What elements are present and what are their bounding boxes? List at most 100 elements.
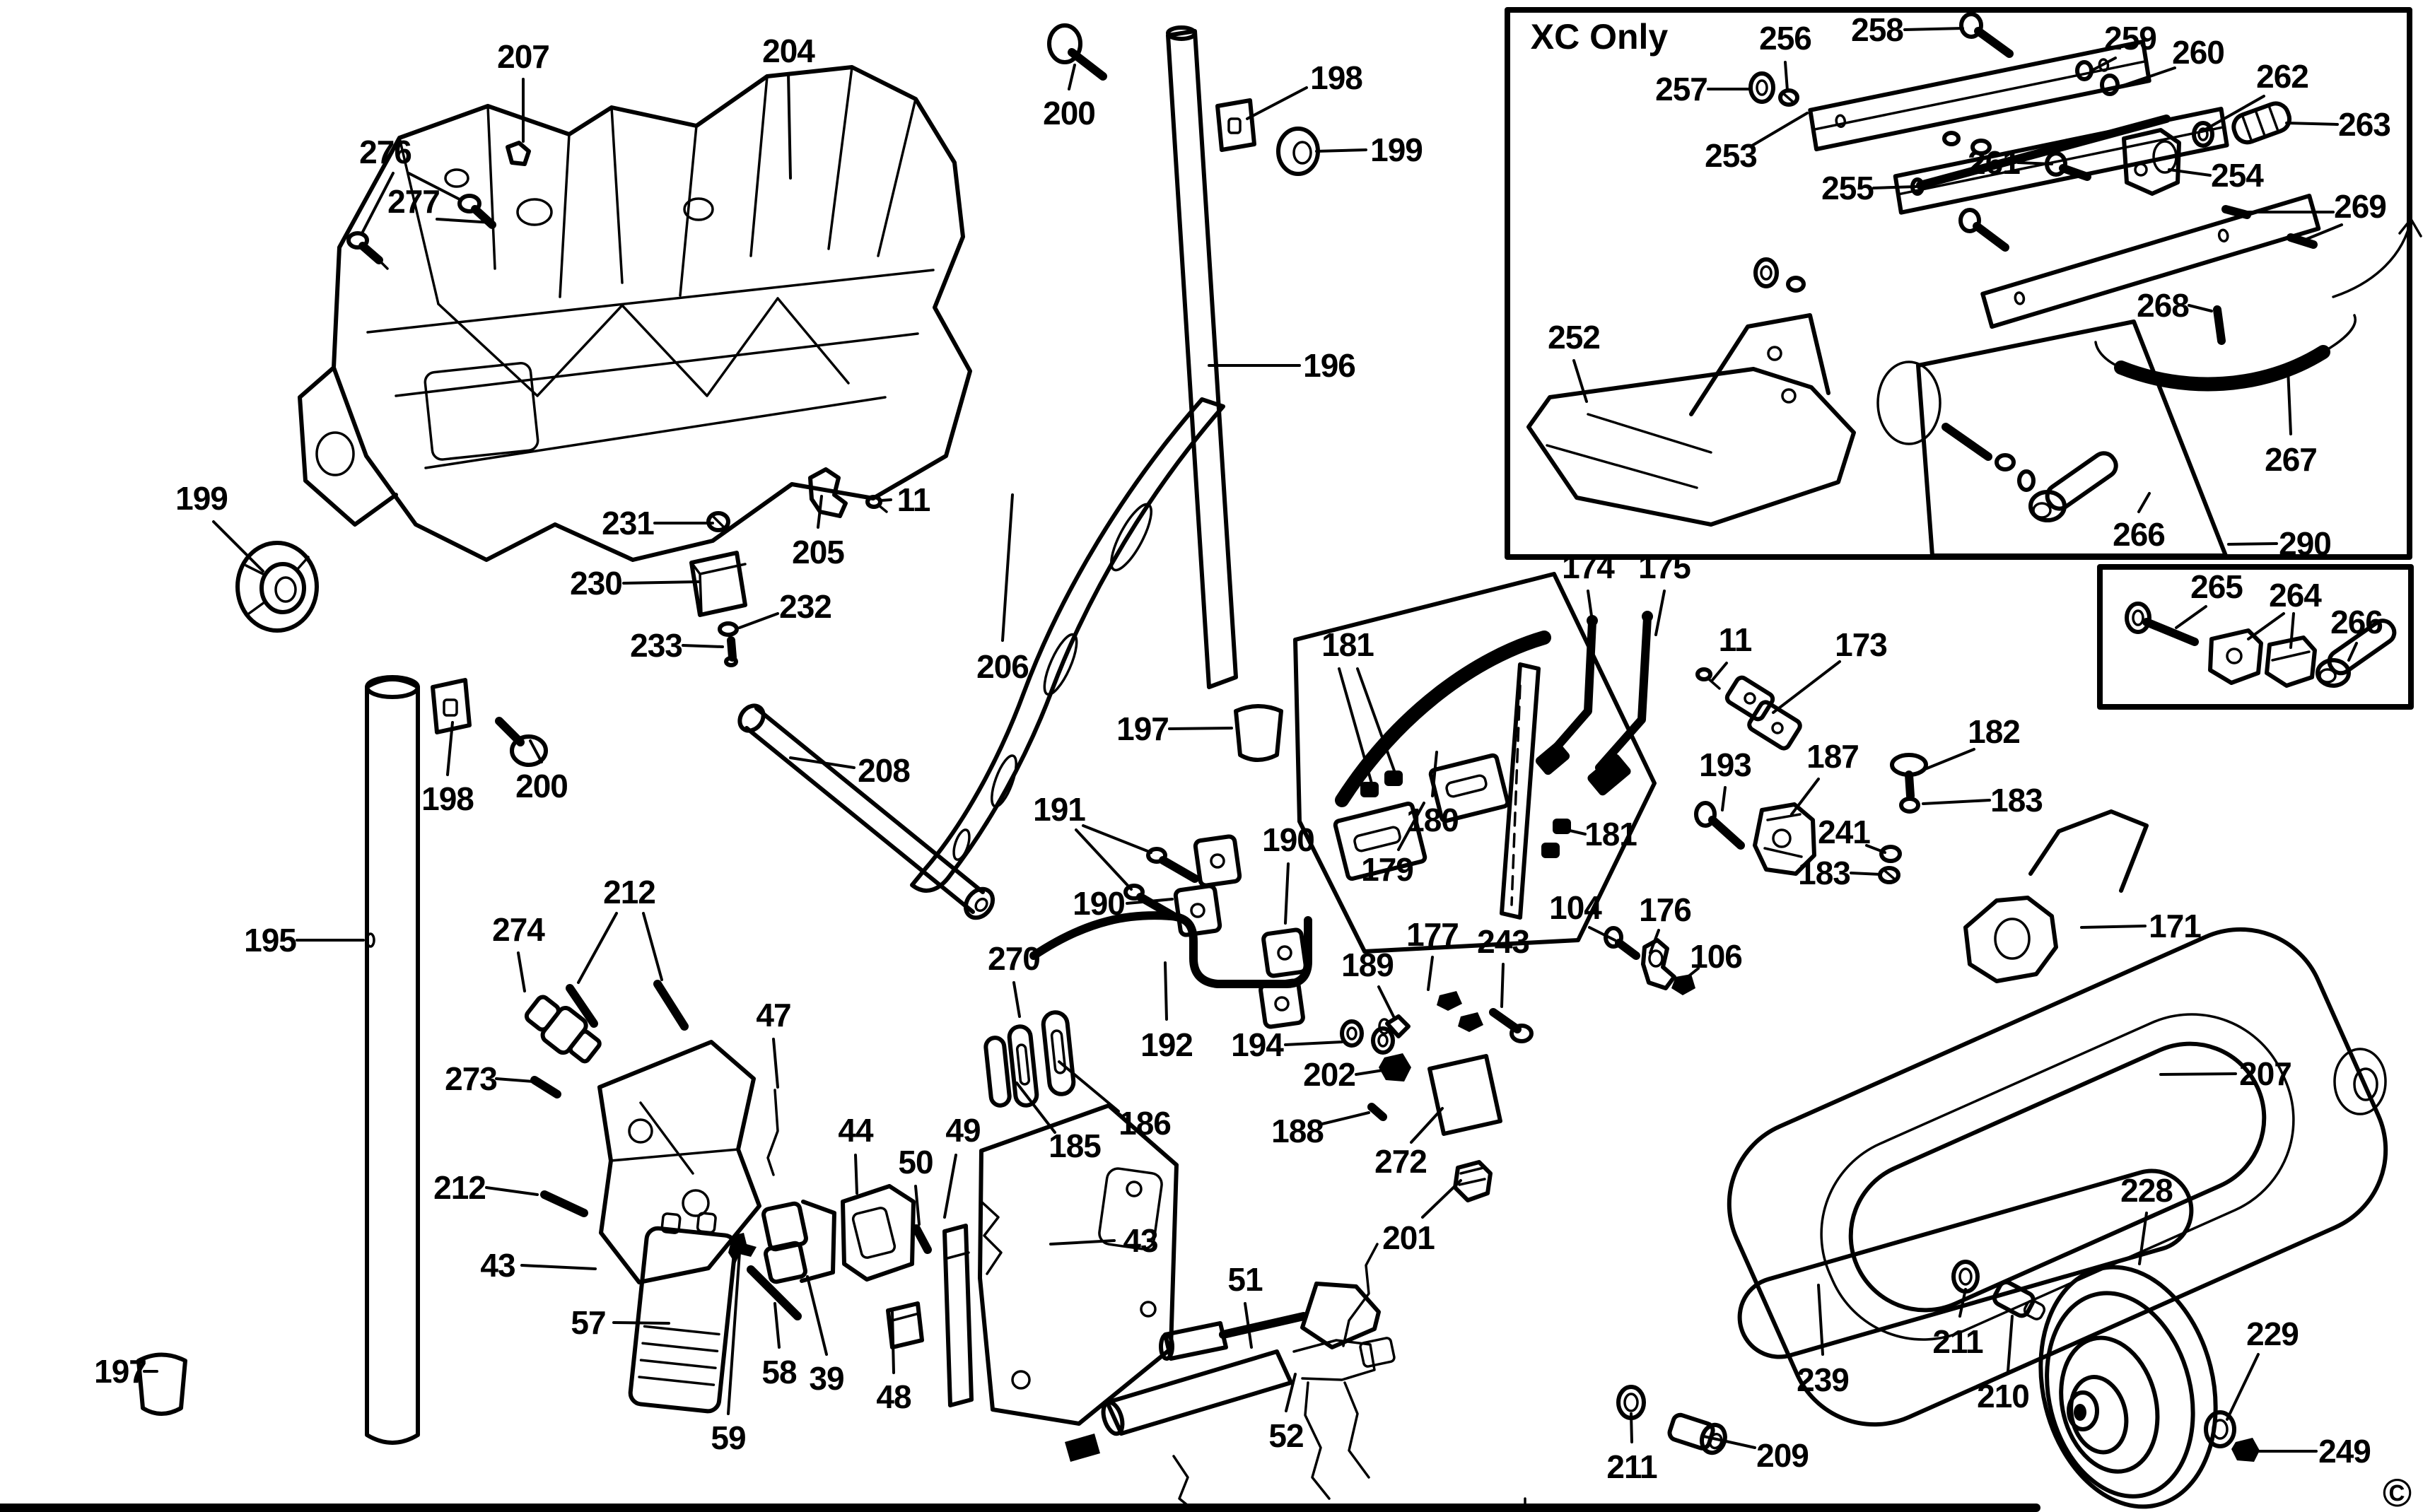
leader-line bbox=[1082, 824, 1152, 854]
part-label-194: 194 bbox=[1231, 1026, 1284, 1063]
leader-line bbox=[787, 72, 792, 180]
leader-line bbox=[361, 172, 395, 235]
part-label-241: 241 bbox=[1818, 814, 1871, 850]
clip-207-drawing bbox=[506, 141, 531, 166]
leader-line bbox=[1356, 667, 1397, 776]
axle-hardware-drawing bbox=[1616, 1260, 2260, 1462]
leader-line bbox=[2302, 223, 2343, 242]
cable-52-drawing bbox=[1065, 1243, 1396, 1512]
leader-line bbox=[2247, 612, 2285, 640]
leader-line bbox=[2138, 1212, 2148, 1265]
hinge-173-drawing bbox=[1695, 667, 1802, 751]
part-label-173: 173 bbox=[1835, 626, 1888, 663]
part-label-264: 264 bbox=[2269, 577, 2322, 614]
part-label-43: 43 bbox=[480, 1247, 515, 1284]
leader-line bbox=[1958, 1288, 1967, 1318]
leader-line bbox=[806, 1275, 828, 1356]
part-label-230: 230 bbox=[570, 565, 623, 602]
leader-line bbox=[622, 580, 700, 585]
leader-line bbox=[1630, 1412, 1633, 1443]
part-label-258: 258 bbox=[1851, 11, 1904, 48]
part-label-262: 262 bbox=[2256, 58, 2309, 95]
part-label-228: 228 bbox=[2120, 1172, 2173, 1209]
leader-line bbox=[212, 520, 264, 573]
part-label-268: 268 bbox=[2137, 287, 2190, 324]
leader-line bbox=[1654, 590, 1666, 636]
leader-line bbox=[1315, 148, 1367, 153]
part-label-104: 104 bbox=[1549, 889, 1602, 926]
bolt-200-top-drawing bbox=[1047, 23, 1107, 81]
part-label-47: 47 bbox=[756, 997, 791, 1033]
leader-line bbox=[1285, 1373, 1297, 1412]
leader-line bbox=[727, 1251, 741, 1415]
washer-232-drawing bbox=[718, 621, 739, 637]
part-label-196: 196 bbox=[1303, 347, 1356, 384]
part-label-50: 50 bbox=[898, 1144, 933, 1180]
part-label-171: 171 bbox=[2149, 908, 2202, 944]
part-label-260: 260 bbox=[2172, 34, 2225, 71]
leader-line bbox=[485, 1186, 539, 1196]
part-label-263: 263 bbox=[2338, 106, 2391, 143]
leader-line bbox=[2226, 1353, 2260, 1421]
leader-line bbox=[1068, 64, 1076, 90]
xc-only-title: XC Only bbox=[1530, 17, 1669, 57]
tube-196-drawing bbox=[1166, 25, 1238, 689]
part-label-190: 190 bbox=[1073, 885, 1126, 922]
leg-tube-195-drawing bbox=[365, 675, 420, 1445]
part-label-239: 239 bbox=[1797, 1361, 1850, 1398]
leader-line bbox=[1721, 786, 1727, 811]
leader-line bbox=[943, 1154, 957, 1219]
part-label-233: 233 bbox=[630, 627, 683, 664]
part-label-199: 199 bbox=[175, 480, 228, 517]
part-label-44: 44 bbox=[838, 1112, 873, 1149]
part-label-11: 11 bbox=[1718, 621, 1753, 658]
bolt-200-left-drawing bbox=[495, 717, 548, 767]
part-label-48: 48 bbox=[876, 1378, 911, 1415]
leader-line bbox=[517, 951, 526, 992]
part-label-181: 181 bbox=[1584, 816, 1637, 852]
panel-43-right-drawing bbox=[978, 1103, 1179, 1426]
leader-line bbox=[1649, 929, 1660, 954]
pack-230-drawing bbox=[689, 551, 747, 617]
part-label-197: 197 bbox=[94, 1353, 147, 1390]
part-label-59: 59 bbox=[711, 1419, 746, 1456]
leader-line bbox=[1168, 727, 1233, 730]
leader-line bbox=[1001, 493, 1014, 642]
accessory-box-290 bbox=[1916, 320, 2228, 558]
leader-line bbox=[1500, 963, 1505, 1008]
part-label-210: 210 bbox=[1977, 1378, 2030, 1414]
part-label-243: 243 bbox=[1477, 923, 1530, 960]
part-label-270: 270 bbox=[988, 940, 1041, 977]
bolt-182-drawing bbox=[1890, 753, 1928, 814]
leader-line bbox=[2016, 161, 2053, 165]
leader-line bbox=[1790, 778, 1820, 816]
leader-line bbox=[1321, 1111, 1370, 1125]
part-label-212: 212 bbox=[433, 1169, 486, 1206]
leader-line bbox=[1244, 1302, 1253, 1349]
part-label-211: 211 bbox=[1606, 1448, 1657, 1485]
leader-line bbox=[1588, 926, 1616, 942]
part-label-185: 185 bbox=[1049, 1127, 1102, 1164]
part-label-265: 265 bbox=[2190, 568, 2243, 605]
clip-198-top-drawing bbox=[1215, 98, 1256, 152]
part-label-195: 195 bbox=[244, 922, 297, 959]
part-label-206: 206 bbox=[976, 648, 1029, 685]
part-label-205: 205 bbox=[792, 534, 845, 570]
leader-line bbox=[642, 912, 663, 981]
part-label-212: 212 bbox=[603, 874, 656, 910]
part-label-255: 255 bbox=[1821, 170, 1874, 206]
leader-line bbox=[520, 1264, 597, 1270]
leader-line bbox=[2188, 304, 2213, 312]
part-label-272: 272 bbox=[1374, 1143, 1427, 1180]
clips-190-191-drawing bbox=[1123, 834, 1308, 1029]
leader-line bbox=[1377, 985, 1396, 1019]
part-label-290: 290 bbox=[2279, 525, 2332, 562]
leader-line bbox=[1431, 751, 1438, 797]
copyright-mark: © bbox=[2382, 1470, 2412, 1512]
leader-line bbox=[2289, 612, 2295, 649]
panel-171-drawing bbox=[1727, 809, 2388, 1427]
part-label-174: 174 bbox=[1562, 549, 1615, 585]
screw-104-drawing bbox=[1604, 926, 1640, 960]
leader-line bbox=[1410, 1107, 1444, 1144]
